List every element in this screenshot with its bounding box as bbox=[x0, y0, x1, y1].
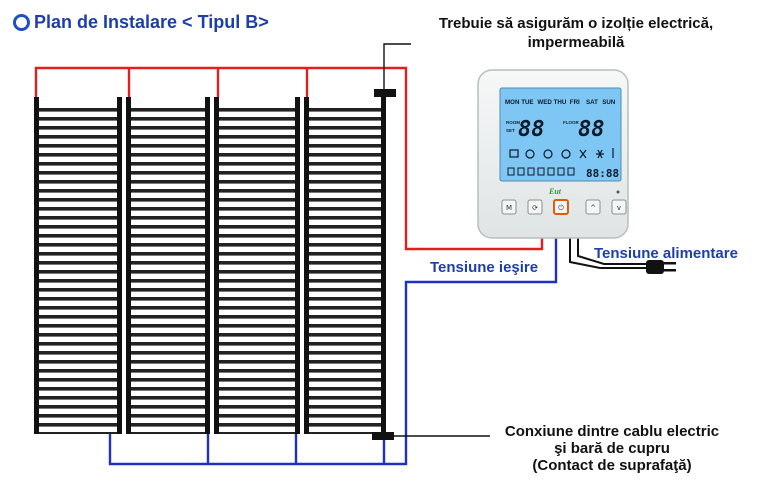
set-tag: SET bbox=[506, 128, 515, 133]
heating-film-panels bbox=[34, 97, 386, 434]
connection-note-line: (Contact de suprafaţă) bbox=[532, 457, 692, 474]
mode-button[interactable]: M bbox=[501, 199, 517, 215]
page-title: Plan de Instalare < Tipul B> bbox=[34, 12, 269, 32]
button-label: ^ bbox=[590, 204, 596, 212]
button-label: ⟳ bbox=[532, 204, 538, 212]
button-label: M bbox=[506, 204, 512, 212]
down-button[interactable]: v bbox=[611, 199, 627, 215]
day-label: TUE bbox=[521, 99, 533, 106]
clock-display: 88:88 bbox=[586, 167, 619, 180]
supply-cable bbox=[569, 238, 646, 269]
connection-note: Conxiune dintre cablu electric şi bară d… bbox=[492, 423, 732, 474]
schedule-icons bbox=[507, 167, 575, 176]
supply-voltage-label: Tensiune alimentare bbox=[594, 245, 738, 262]
day-label: FRI bbox=[570, 99, 580, 106]
power-button[interactable]: ⏻ bbox=[553, 199, 569, 215]
heating-film-panel bbox=[34, 97, 122, 434]
brand-logo: Eut bbox=[548, 187, 562, 196]
day-label: SAT bbox=[586, 99, 598, 106]
heating-film-panel bbox=[126, 97, 210, 434]
power-plug-icon bbox=[646, 260, 676, 274]
connection-note-line: şi bară de cupru bbox=[554, 440, 670, 457]
heating-film-panel bbox=[304, 97, 386, 434]
day-label: SUN bbox=[602, 99, 616, 106]
floor-tag: FLOOR bbox=[563, 120, 579, 125]
insulation-note: Trebuie să asigurăm o izolție electrică,… bbox=[438, 15, 714, 51]
connection-note-line: Conxiune dintre cablu electric bbox=[504, 423, 720, 440]
button-label: v bbox=[617, 204, 621, 212]
temp-display-left: 88 bbox=[518, 117, 545, 142]
top-connector bbox=[374, 89, 396, 97]
output-voltage-label: Tensiune ieşire bbox=[430, 259, 539, 276]
temp-display-right: 88 bbox=[578, 117, 605, 142]
live-wire bbox=[34, 66, 544, 251]
bottom-connector bbox=[372, 432, 394, 440]
callout-lines bbox=[383, 43, 490, 437]
status-icons bbox=[509, 148, 614, 159]
day-label: MON bbox=[505, 99, 520, 106]
room-tag: ROOM bbox=[506, 120, 520, 125]
cycle-button[interactable]: ⟳ bbox=[527, 199, 543, 215]
indicator-led bbox=[616, 190, 620, 194]
day-label: WED bbox=[537, 99, 552, 106]
up-button[interactable]: ^ bbox=[585, 199, 601, 215]
heating-film-panel bbox=[214, 97, 300, 434]
day-label: THU bbox=[554, 99, 567, 106]
button-label: ⏻ bbox=[558, 204, 564, 212]
thermostat-buttons: M ⟳ ⏻ ^ v bbox=[501, 199, 627, 215]
title-ring-icon bbox=[13, 14, 30, 31]
